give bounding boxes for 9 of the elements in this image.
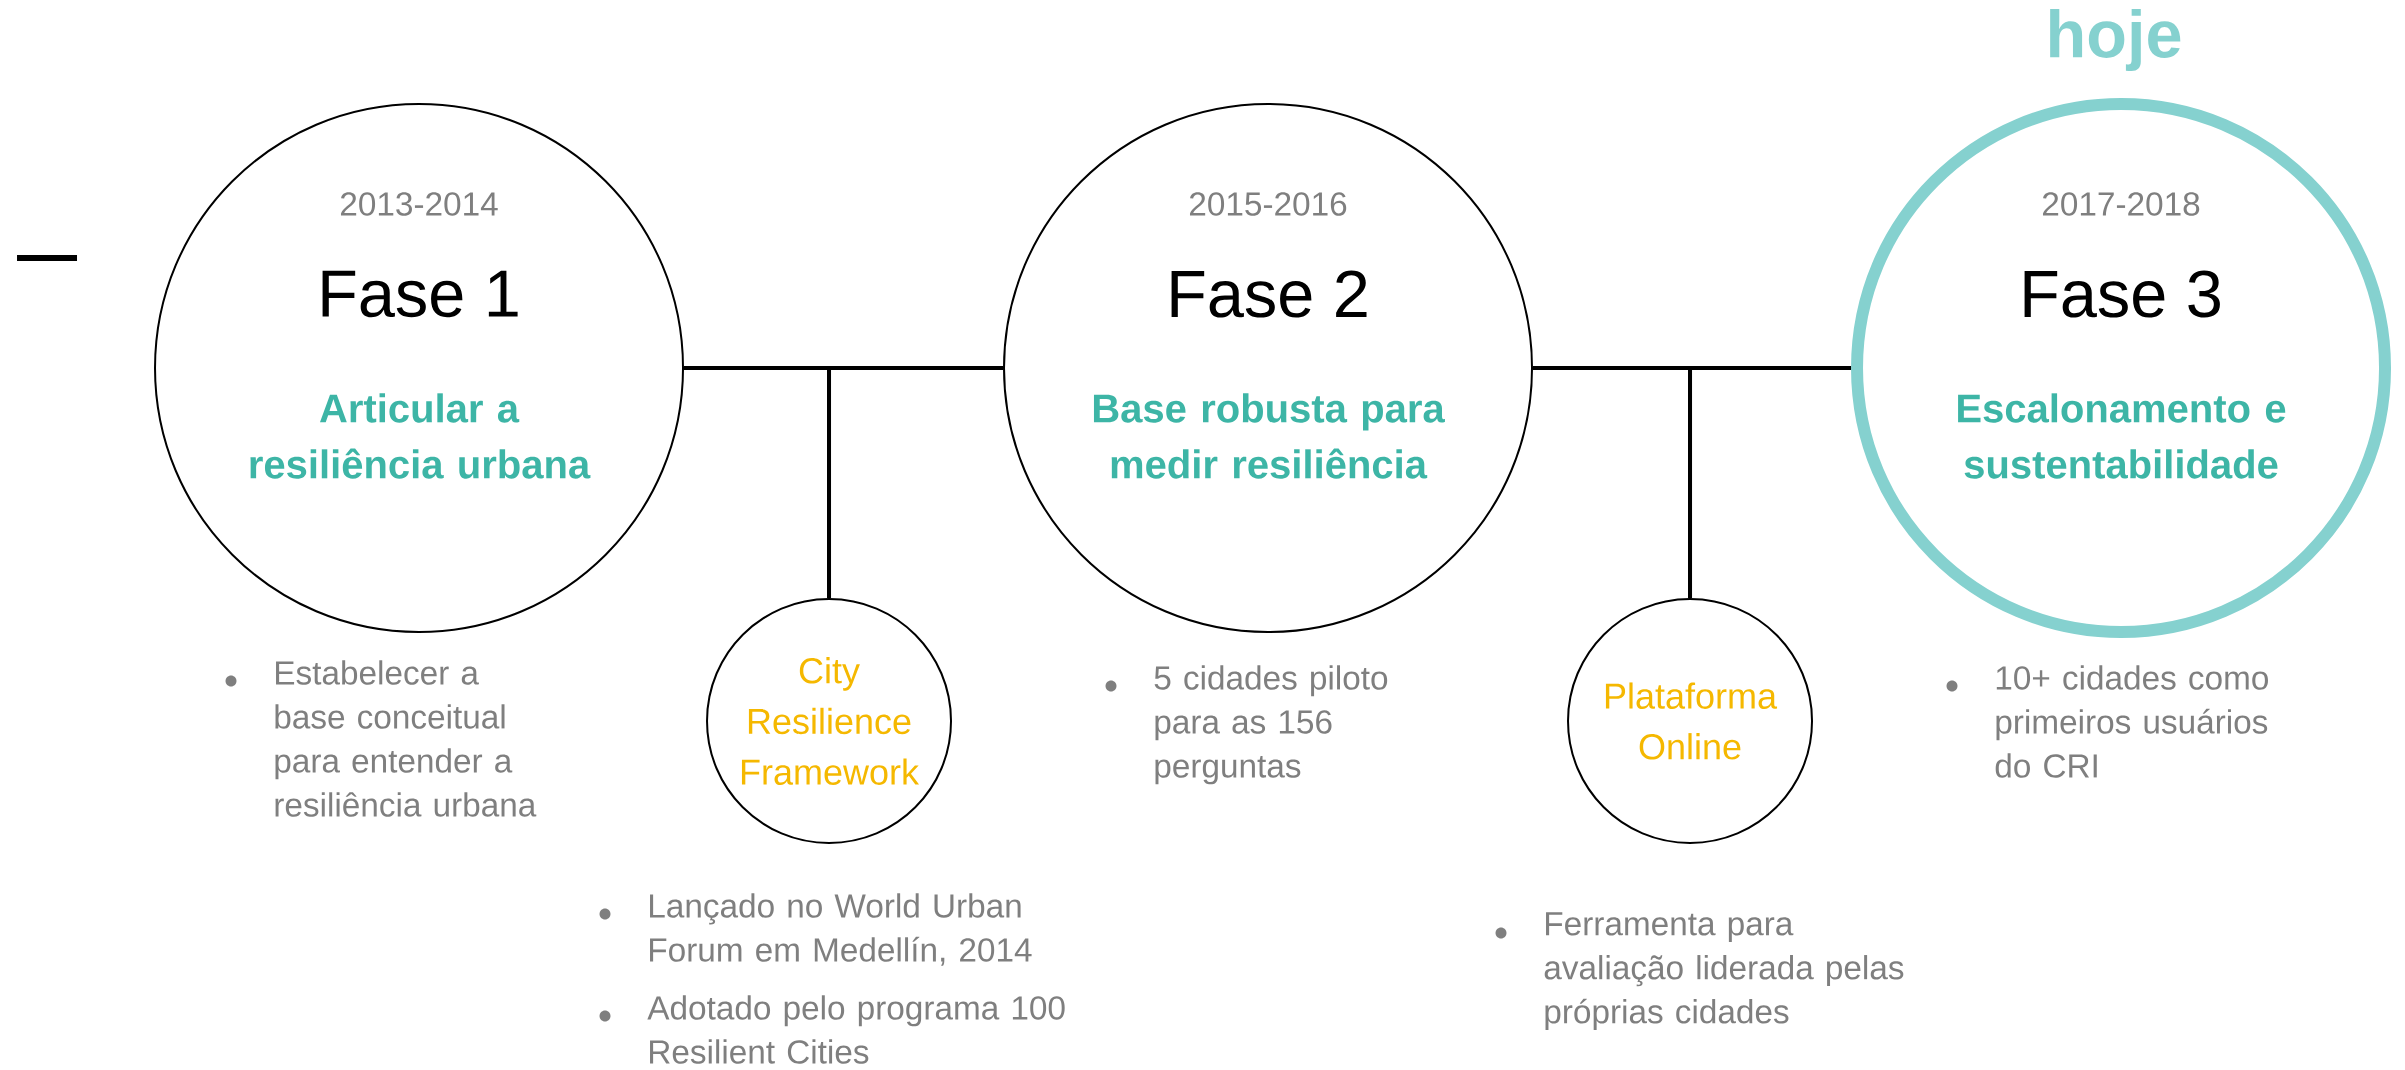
bullet-text: Ferramenta para avaliação liderada pelas próprias cidades (1544, 912, 1904, 1031)
bullet-text: Estabelecer a base conceitual para entender a resiliência urbana (275, 660, 537, 817)
bullet-text: 10+ cidades como primeiros usuários do CRI (1995, 665, 2268, 778)
connector-line (827, 366, 1003, 598)
bullet-text: Adotado pelo programa 100 Resilient Cities (647, 995, 1065, 1064)
today-label: hoje (2050, 8, 2181, 72)
connector-line (1688, 366, 1851, 598)
bullet-text: Lançado no World Urban Forum em Medellín, 2014 (650, 893, 1032, 966)
bullet-text: 5 cidades piloto para as 156 perguntas (1154, 665, 1388, 785)
